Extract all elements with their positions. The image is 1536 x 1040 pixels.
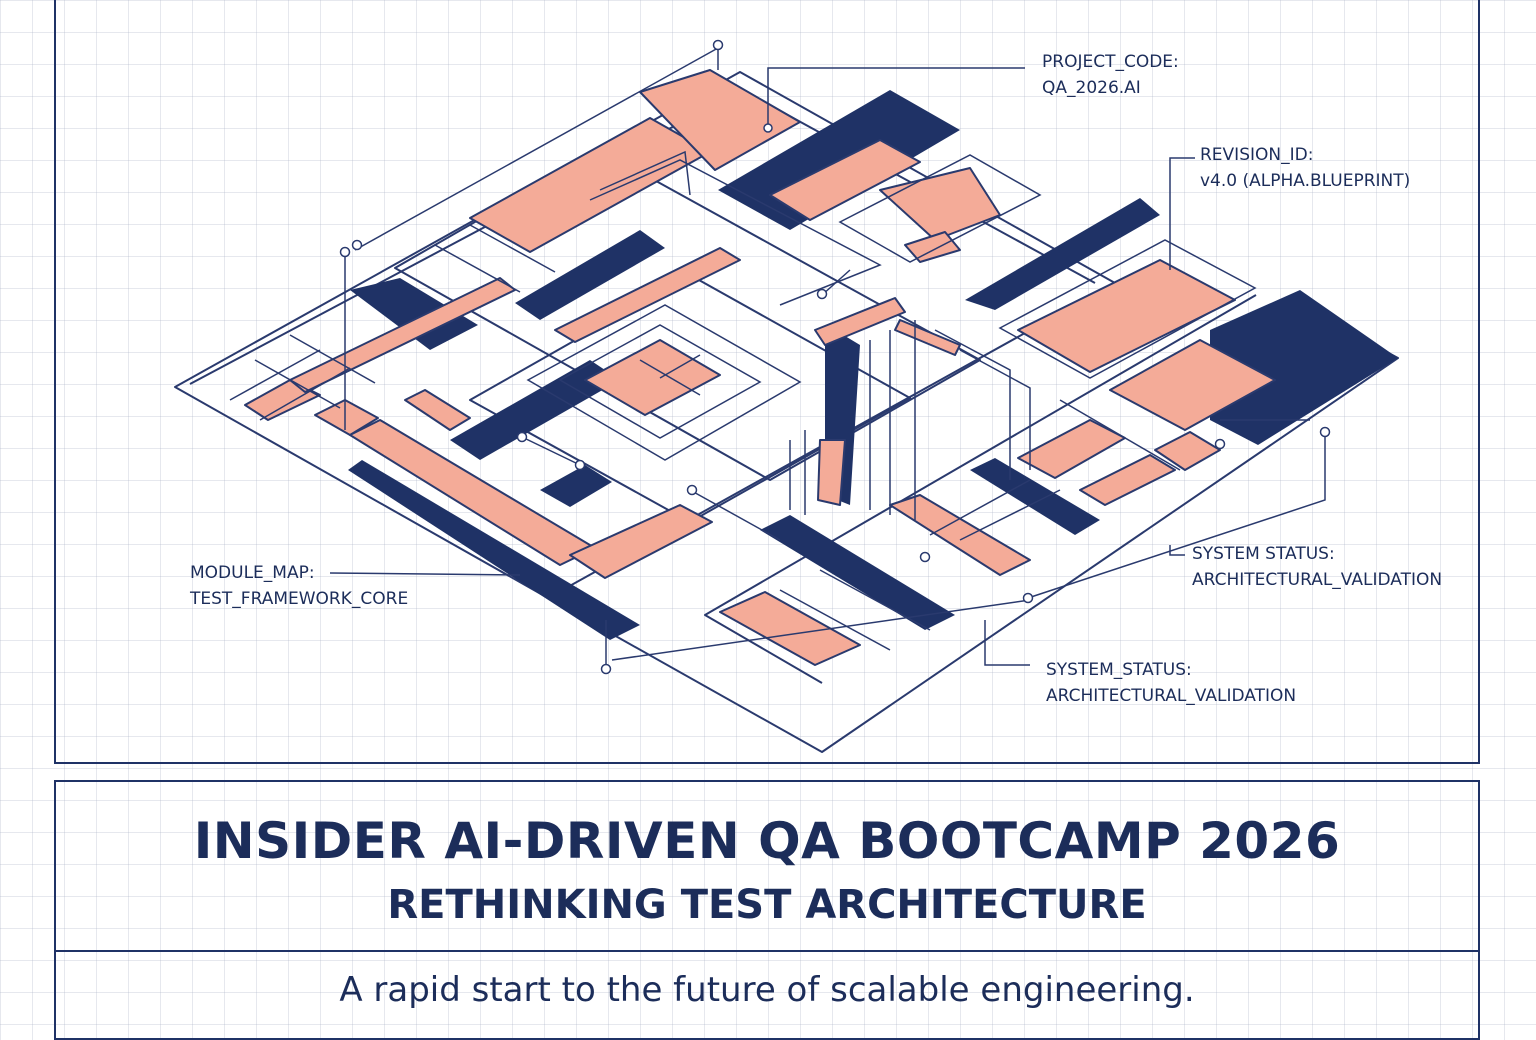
navy-bar (515, 230, 665, 320)
connector-node (1022, 592, 1034, 604)
annotation-key: SYSTEM_STATUS: (1046, 660, 1192, 680)
salmon-module (469, 117, 711, 253)
annotation-value: ARCHITECTURAL_VALIDATION (1192, 570, 1443, 590)
divider (56, 950, 1478, 952)
leader-line (354, 47, 719, 251)
annotation-key: PROJECT_CODE: (1042, 52, 1179, 72)
salmon-module (404, 389, 471, 431)
platform-outline (704, 294, 1257, 684)
salmon-module (639, 69, 801, 171)
detail-line (929, 479, 1031, 536)
connector-node (339, 246, 351, 258)
page-subtitle: RETHINKING TEST ARCHITECTURE (387, 882, 1147, 928)
detail-line (589, 159, 882, 306)
annotation-key: REVISION_ID: (1200, 145, 1314, 165)
annotation-revision-id: REVISION_ID: v4.0 (ALPHA.BLUEPRINT) (1200, 142, 1410, 194)
detail-line (229, 349, 321, 401)
salmon-module (814, 297, 906, 346)
detail-line (779, 589, 891, 651)
leader-line (611, 599, 1031, 661)
navy-bar (540, 465, 612, 507)
detail-line (289, 334, 376, 384)
connector-node (516, 431, 528, 443)
connector-node (600, 663, 612, 675)
detail-line (469, 224, 556, 273)
salmon-module (584, 339, 721, 416)
leader-line (984, 620, 1030, 666)
annotation-value: v4.0 (ALPHA.BLUEPRINT) (1200, 171, 1411, 191)
annotation-module-map: MODULE_MAP: TEST_FRAMEWORK_CORE (190, 560, 408, 612)
navy-bar (350, 278, 478, 350)
navy-bar (760, 515, 955, 630)
connector-node (686, 484, 698, 496)
detail-line (254, 359, 341, 409)
leader-line (1027, 432, 1326, 599)
salmon-module (1079, 454, 1176, 506)
salmon-module (554, 247, 741, 343)
annotation-value: QA_2026.AI (1042, 78, 1141, 98)
detail-line (959, 489, 1061, 541)
tagline: A rapid start to the future of scalable … (339, 970, 1195, 1010)
annotation-system-status-bottom: SYSTEM_STATUS: ARCHITECTURAL_VALIDATION (1046, 657, 1296, 709)
connector-node (1214, 438, 1226, 450)
detail-line (998, 239, 1257, 379)
salmon-module (719, 591, 861, 666)
connector-node (574, 459, 586, 471)
detail-line (526, 304, 802, 461)
detail-line (259, 367, 351, 421)
connector-node (919, 551, 931, 563)
leader-line (767, 67, 1025, 128)
detail-line (689, 489, 781, 541)
navy-bar (450, 360, 620, 460)
detail-line (599, 150, 691, 196)
salmon-module (1017, 259, 1236, 373)
detail-line (659, 354, 701, 379)
annotation-value: TEST_FRAMEWORK_CORE (190, 589, 409, 609)
detail-line (819, 569, 931, 631)
navy-bar (965, 198, 1160, 310)
detail-line (639, 359, 701, 396)
detail-line (1059, 399, 1181, 471)
salmon-module (769, 139, 921, 221)
leader-line (821, 269, 851, 296)
leader-line (1169, 545, 1185, 556)
page-title: INSIDER AI-DRIVEN QA BOOTCAMP 2026 (193, 812, 1341, 870)
annotation-key: SYSTEM STATUS: (1192, 544, 1335, 564)
connector-node (763, 123, 773, 133)
annotation-value: ARCHITECTURAL_VALIDATION (1046, 686, 1297, 706)
annotation-key: MODULE_MAP: (190, 563, 315, 583)
leader-line (1169, 157, 1195, 270)
detail-line (558, 324, 762, 439)
detail-line (934, 329, 1011, 480)
connector-node (712, 39, 724, 51)
connector-node (351, 239, 363, 251)
leader-line (521, 436, 581, 466)
leader-line (329, 572, 521, 576)
blueprint-frame (54, 0, 1480, 764)
salmon-module (894, 319, 961, 356)
salmon-module (569, 504, 713, 579)
salmon-module (879, 167, 1001, 241)
salmon-module (889, 494, 1031, 576)
navy-bar (1210, 290, 1398, 445)
navy-bar (970, 458, 1100, 535)
salmon-module (1109, 339, 1276, 431)
salmon-module (1154, 431, 1221, 471)
title-block: INSIDER AI-DRIVEN QA BOOTCAMP 2026 RETHI… (54, 780, 1480, 1040)
detail-line (434, 244, 521, 293)
connector-node (1319, 426, 1331, 438)
isometric-architecture-diagram (174, 39, 1399, 753)
detail-line (838, 154, 1042, 263)
annotation-project-code: PROJECT_CODE: QA_2026.AI (1042, 49, 1179, 101)
annotation-system-status-right: SYSTEM STATUS: ARCHITECTURAL_VALIDATION (1192, 541, 1442, 593)
detail-line (959, 349, 1031, 470)
salmon-module (904, 231, 961, 263)
salmon-module (817, 439, 846, 506)
connector-node (816, 288, 828, 300)
navy-bar (348, 460, 640, 640)
